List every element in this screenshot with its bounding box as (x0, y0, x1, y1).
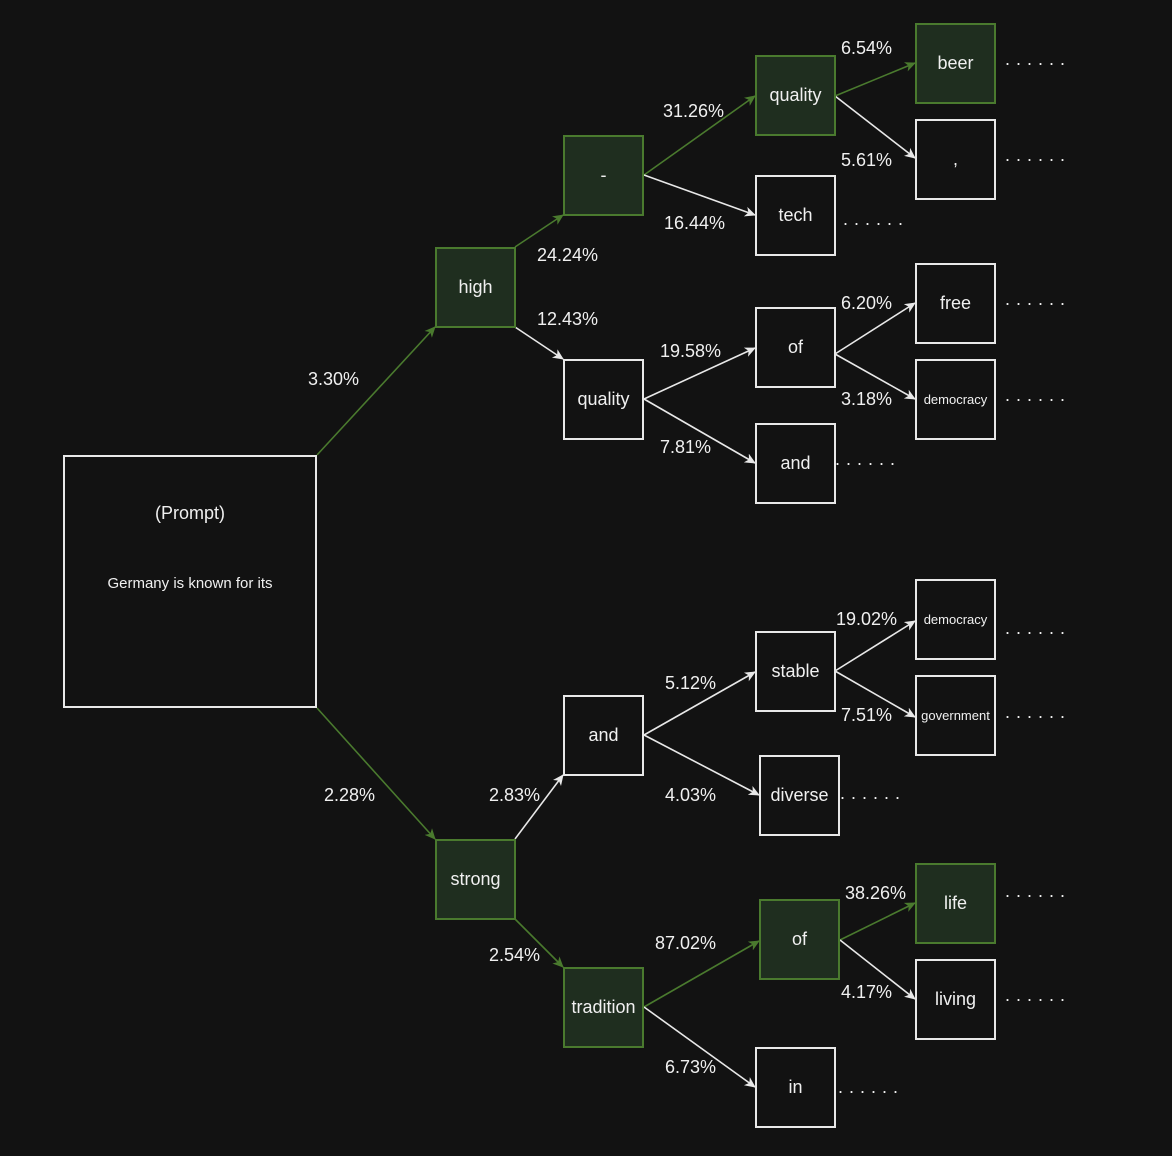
label-of-democracy: 3.18% (841, 389, 893, 409)
label-prompt-strong: 2.28% (324, 785, 376, 805)
node-tech: tech (755, 175, 836, 256)
label-stable-government: 7.51% (841, 705, 893, 725)
label-dash-tech: 16.44% (664, 213, 726, 233)
edge-quality-of (643, 347, 756, 400)
ellipsis-tech: ...... (843, 209, 910, 229)
ellipsis-diverse: ...... (840, 783, 907, 803)
ellipsis-democracy: ...... (1005, 385, 1072, 405)
ellipsis-life: ...... (1005, 881, 1072, 901)
label-tradition-in: 6.73% (665, 1057, 717, 1077)
node-strong: strong (435, 839, 516, 920)
node-quality: quality (563, 359, 644, 440)
label-quality-and: 7.81% (660, 437, 712, 457)
edge-prompt-high (316, 326, 436, 456)
edge-dash-tech (643, 174, 756, 217)
label-prompt-high: 3.30% (308, 369, 360, 389)
node-high: high (435, 247, 516, 328)
node-democracy: democracy (915, 359, 996, 440)
ellipsis-living: ...... (1005, 985, 1072, 1005)
prompt-title: (Prompt) (154, 503, 225, 523)
edge-of-free (834, 302, 916, 355)
label-quality-of: 19.58% (660, 341, 722, 361)
node-quality-highlighted: quality (755, 55, 836, 136)
node-and-2: and (563, 695, 644, 776)
label-and-diverse: 4.03% (665, 785, 717, 805)
edge-dash-quality (643, 95, 756, 176)
label-quality-beer: 6.54% (841, 38, 893, 58)
edge-stable-government (834, 670, 916, 718)
edge-tradition-in (643, 1006, 756, 1088)
node-beer: beer (915, 23, 996, 104)
node-democracy-2: democracy (915, 579, 996, 660)
label-of-life: 38.26% (845, 883, 907, 903)
label-strong-tradition: 2.54% (489, 945, 541, 965)
edge-prompt-strong (316, 707, 436, 840)
edge-high-dash (514, 214, 564, 248)
edge-and-stable (643, 671, 756, 736)
edge-high-quality (514, 326, 564, 360)
node-dash: - (563, 135, 644, 216)
label-and-stable: 5.12% (665, 673, 717, 693)
node-living: living (915, 959, 996, 1040)
node-in: in (755, 1047, 836, 1128)
edge-tradition-of (643, 940, 760, 1008)
ellipsis-beer: ...... (1005, 49, 1072, 69)
node-free: free (915, 263, 996, 344)
ellipsis-in: ...... (838, 1077, 905, 1097)
label-dash-quality: 31.26% (663, 101, 725, 121)
edge-quality-comma (834, 95, 916, 159)
label-tradition-of: 87.02% (655, 933, 717, 953)
ellipsis-free: ...... (1005, 289, 1072, 309)
node-tradition: tradition (563, 967, 644, 1048)
edge-quality-beer (834, 62, 916, 97)
edge-stable-democracy (834, 620, 916, 672)
label-stable-democracy: 19.02% (836, 609, 898, 629)
node-of: of (755, 307, 836, 388)
label-high-dash: 24.24% (537, 245, 599, 265)
node-and: and (755, 423, 836, 504)
node-comma: , (915, 119, 996, 200)
prompt-text: Germany is known for its (107, 575, 273, 592)
edge-of-life (839, 902, 916, 941)
label-of-free: 6.20% (841, 293, 893, 313)
label-quality-comma: 5.61% (841, 150, 893, 170)
edge-quality-and (643, 398, 756, 464)
label-high-quality: 12.43% (537, 309, 599, 329)
ellipsis-government: ...... (1005, 702, 1072, 722)
edge-of-democracy (834, 353, 916, 400)
edge-strong-and (514, 774, 564, 840)
edge-strong-tradition (514, 918, 564, 968)
edge-of-living (839, 939, 916, 1000)
node-government: government (915, 675, 996, 756)
label-of-living: 4.17% (841, 982, 893, 1002)
node-diverse: diverse (759, 755, 840, 836)
node-stable: stable (755, 631, 836, 712)
label-strong-and: 2.83% (489, 785, 541, 805)
ellipsis-democracy-2: ...... (1005, 618, 1072, 638)
ellipsis-and: ...... (835, 449, 902, 469)
prompt-box: (Prompt) Germany is known for its (63, 455, 317, 708)
edge-and-diverse (643, 734, 760, 796)
node-life: life (915, 863, 996, 944)
ellipsis-comma: ...... (1005, 145, 1072, 165)
node-of-2: of (759, 899, 840, 980)
